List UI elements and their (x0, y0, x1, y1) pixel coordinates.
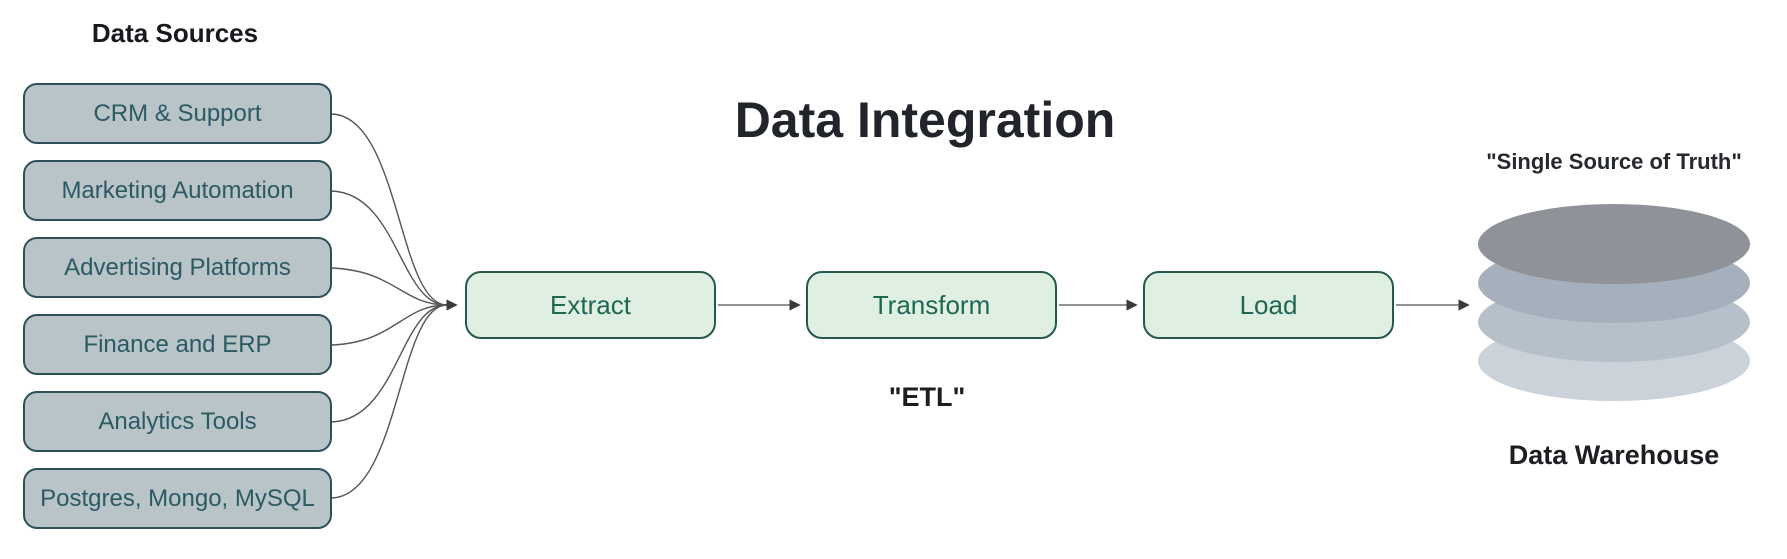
edge-crm-to-extract (331, 113, 448, 306)
source-node-analytics-tools: Analytics Tools (23, 391, 332, 452)
source-node-databases: Postgres, Mongo, MySQL (23, 468, 332, 529)
edge-advertising-to-extract (331, 267, 448, 306)
source-node-crm-support: CRM & Support (23, 83, 332, 144)
stage-node-extract: Extract (465, 271, 716, 339)
stage-node-transform: Transform (806, 271, 1057, 339)
etl-caption: "ETL" (888, 382, 966, 412)
edge-databases-to-extract (331, 304, 448, 499)
stage-node-load: Load (1143, 271, 1394, 339)
edge-analytics-to-extract (331, 304, 448, 423)
edge-marketing-to-extract (331, 190, 448, 306)
data-sources-heading: Data Sources (91, 18, 259, 48)
edge-finance-to-extract (331, 304, 448, 346)
warehouse-disk-icon-1 (1478, 204, 1750, 284)
source-node-finance-erp: Finance and ERP (23, 314, 332, 375)
single-source-of-truth-caption: "Single Source of Truth" (1486, 149, 1742, 174)
source-node-advertising-platforms: Advertising Platforms (23, 237, 332, 298)
source-node-marketing-automation: Marketing Automation (23, 160, 332, 221)
data-warehouse-label: Data Warehouse (1508, 440, 1720, 470)
diagram-title: Data Integration (734, 92, 1116, 148)
